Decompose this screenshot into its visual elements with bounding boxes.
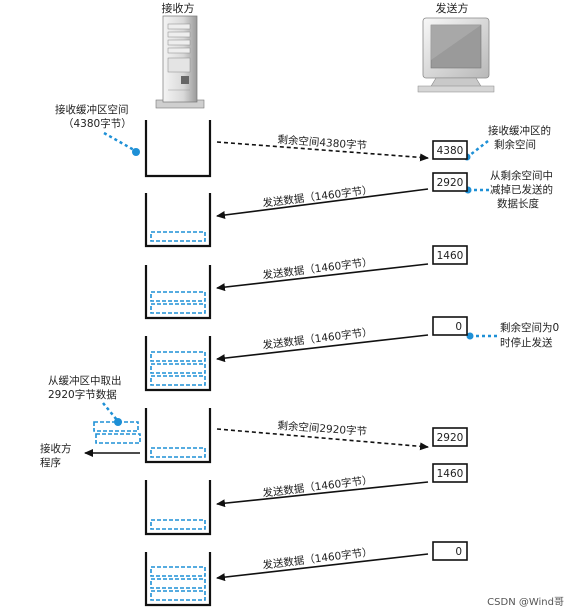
take-out-annotation: 从缓冲区中取出 2920字节数据 bbox=[48, 374, 125, 401]
receiver-remaining-annotation: 接收缓冲区的 剩余空间 bbox=[488, 124, 554, 151]
buffer-space-dot bbox=[132, 148, 140, 156]
send-data-arrow: 发送数据（1460字节） bbox=[216, 255, 429, 292]
sender-window-box: 1460 bbox=[432, 245, 468, 265]
receive-buffer bbox=[144, 480, 212, 536]
receive-buffer bbox=[144, 193, 212, 248]
receiver-program-label: 接收方 程序 bbox=[40, 442, 75, 469]
taken-data-blocks bbox=[93, 421, 141, 444]
sender-window-box: 0 bbox=[432, 316, 468, 336]
arrow-label: 剩余空间4380字节 bbox=[277, 133, 367, 152]
arrow-label: 发送数据（1460字节） bbox=[262, 473, 373, 499]
sender-window-box: 0 bbox=[432, 541, 468, 561]
data-block bbox=[150, 303, 206, 314]
receiver-header: 接收方 bbox=[162, 1, 195, 15]
subtract-sent-annotation: 从剩余空间中 减掉已发送的 数据长度 bbox=[490, 169, 556, 210]
take-out-leader bbox=[102, 402, 118, 421]
server-icon bbox=[155, 15, 205, 109]
receive-buffer bbox=[144, 552, 212, 607]
sender-window-box: 2920 bbox=[432, 427, 468, 447]
receive-buffer bbox=[144, 408, 212, 464]
stop-at-zero-dot bbox=[466, 332, 474, 340]
remaining-space-arrow: 剩余空间4380字节 bbox=[216, 133, 429, 162]
send-data-arrow: 发送数据（1460字节） bbox=[216, 545, 429, 582]
watermark: CSDN @Wind哥 bbox=[487, 596, 564, 608]
sender-window-box: 4380 bbox=[432, 140, 468, 160]
data-block bbox=[150, 363, 206, 374]
sender-header: 发送方 bbox=[436, 1, 469, 15]
data-block bbox=[150, 519, 206, 530]
sender-window-value: 0 bbox=[455, 321, 462, 333]
data-block bbox=[150, 566, 206, 577]
receiver-remaining-leader bbox=[469, 140, 489, 156]
monitor-icon bbox=[417, 17, 495, 93]
data-block bbox=[150, 351, 206, 362]
sender-window-value: 2920 bbox=[437, 177, 464, 189]
data-block bbox=[150, 578, 206, 589]
send-data-arrow: 发送数据（1460字节） bbox=[216, 183, 429, 219]
receive-buffer bbox=[144, 336, 212, 392]
sender-window-box: 2920 bbox=[432, 172, 468, 192]
remaining-space-arrow: 剩余空间2920字节 bbox=[216, 419, 429, 451]
buffer-space-leader bbox=[103, 131, 135, 152]
sender-window-value: 2920 bbox=[437, 432, 464, 444]
data-block bbox=[150, 231, 206, 242]
buffer-space-annotation: 接收缓冲区空间 （4380字节） bbox=[55, 103, 132, 130]
arrow-label: 发送数据（1460字节） bbox=[262, 255, 373, 281]
sender-window-value: 1460 bbox=[437, 468, 464, 480]
stop-at-zero-annotation: 剩余空间为0 时停止发送 bbox=[500, 321, 563, 349]
sender-window-value: 1460 bbox=[437, 250, 464, 262]
sender-window-value: 0 bbox=[455, 546, 462, 558]
send-data-arrow: 发送数据（1460字节） bbox=[216, 325, 429, 363]
send-data-arrow: 发送数据（1460字节） bbox=[216, 473, 429, 508]
arrow-label: 发送数据（1460字节） bbox=[262, 545, 373, 571]
data-block bbox=[150, 291, 206, 302]
sender-window-box: 1460 bbox=[432, 463, 468, 483]
data-block bbox=[150, 375, 206, 386]
sender-window-value: 4380 bbox=[437, 145, 464, 157]
data-block bbox=[150, 590, 206, 601]
data-block bbox=[150, 447, 206, 458]
receive-buffer bbox=[144, 120, 212, 178]
arrow-label: 剩余空间2920字节 bbox=[277, 419, 367, 438]
arrow-label: 发送数据（1460字节） bbox=[262, 183, 373, 209]
receive-buffer bbox=[144, 265, 212, 320]
